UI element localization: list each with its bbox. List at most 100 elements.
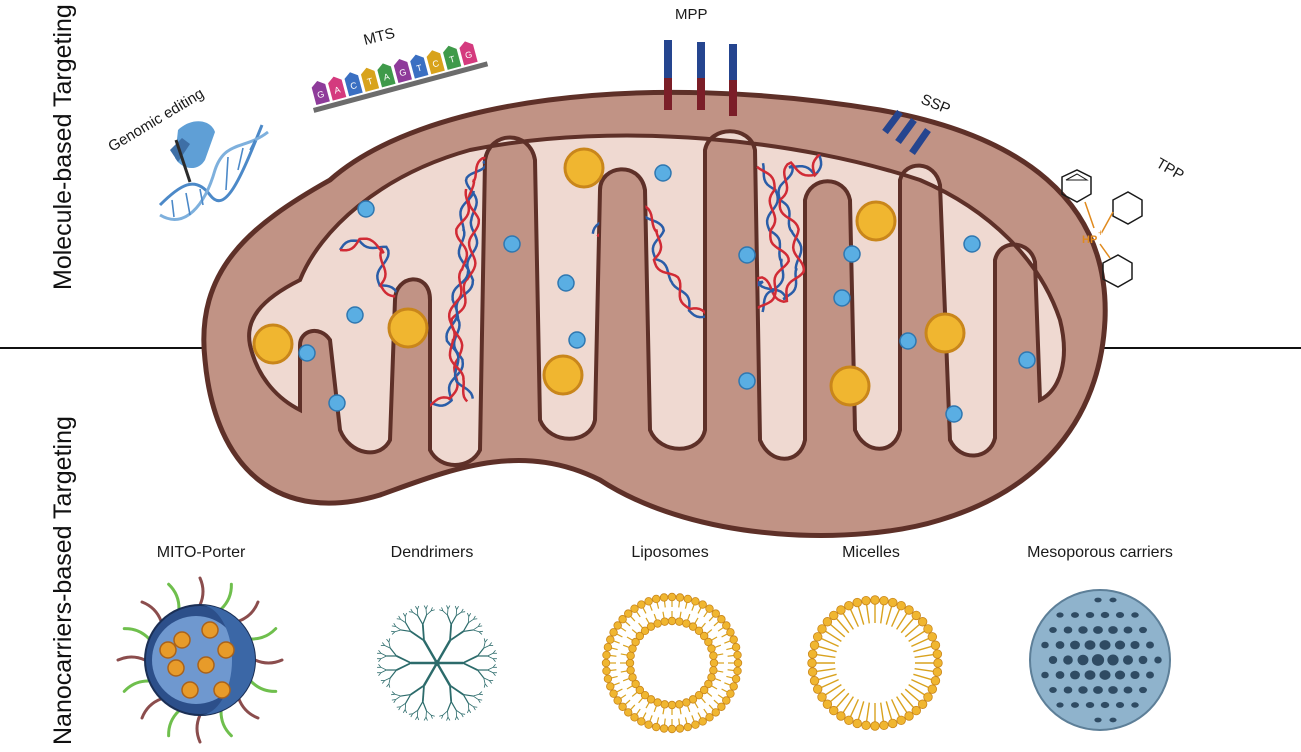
lipid-head	[731, 643, 741, 652]
porter-surface-ligand	[167, 709, 181, 738]
micelle-head	[904, 605, 914, 615]
dendrimer-branch	[468, 709, 472, 713]
dendrimer-branch	[388, 677, 391, 684]
matrix-granule	[829, 365, 871, 407]
dendrimer-branch	[492, 658, 496, 662]
dendrimer-branch	[398, 615, 401, 620]
dendrimer-branch	[400, 618, 406, 624]
tpp-label: TPP	[1153, 155, 1187, 184]
dendrimer-branch	[425, 605, 428, 610]
mpp-label: MPP	[675, 6, 708, 23]
mesopore	[1094, 717, 1102, 723]
dendrimer-branch	[394, 629, 401, 633]
lipid-head	[640, 690, 650, 700]
dendrimer-core	[434, 660, 440, 666]
micelle-head	[930, 676, 941, 686]
dendrimer-branch	[417, 701, 424, 711]
dendrimer-branch	[477, 647, 485, 657]
mesopore	[1146, 641, 1154, 649]
lipid-head	[691, 720, 700, 729]
porter-surface-ligand	[122, 679, 151, 693]
micelle-head	[812, 684, 823, 694]
liposome-particle	[601, 592, 743, 734]
mesopore	[1139, 686, 1147, 694]
dna-strand-red	[756, 165, 790, 310]
dendrimer-branch	[473, 615, 476, 620]
mesopore	[1055, 671, 1065, 679]
micelle-head	[870, 595, 880, 605]
dna-helix-icon	[158, 124, 269, 221]
dendrimer-branch	[380, 652, 387, 657]
lipid-head	[709, 658, 719, 668]
liposomes-label: Liposomes	[631, 544, 708, 561]
micelle-head	[888, 718, 898, 729]
dendrimer-branch	[468, 613, 472, 617]
dna-strand-red	[339, 156, 494, 410]
micelle-head	[822, 617, 833, 627]
dendrimer-branch	[378, 650, 382, 654]
matrix-granule	[252, 323, 294, 365]
dendrimers-label: Dendrimers	[391, 544, 474, 561]
lipid-head	[624, 708, 633, 717]
mesopore	[1114, 670, 1126, 680]
mesopore	[1109, 597, 1117, 603]
dendrimer-branch	[410, 630, 425, 642]
dendrimer-branch	[395, 695, 402, 700]
dendrimer-branch	[492, 650, 496, 654]
dendrimer-branch	[386, 638, 390, 643]
dendrimer-branch	[391, 691, 396, 695]
dendrimer-branch	[388, 642, 391, 649]
micelle-head	[861, 595, 871, 606]
mesopore	[1099, 640, 1111, 650]
mesopore	[1084, 670, 1096, 680]
lipid-head	[652, 722, 661, 732]
porter-surface-ligand	[219, 582, 233, 611]
dendrimer-branch	[402, 709, 406, 713]
dendrimer-branch	[384, 645, 391, 649]
dendrimer-branch	[468, 618, 474, 624]
micelle-head	[927, 632, 938, 642]
matrix-granule	[387, 307, 429, 349]
lipid-head	[699, 685, 709, 695]
matrix-ion	[557, 274, 575, 292]
micelle-head	[809, 640, 820, 650]
porter-cargo-bead	[167, 659, 185, 677]
lipid-head	[688, 622, 698, 631]
micelle-head	[917, 617, 928, 627]
dendrimer-branch	[439, 714, 444, 717]
dendrimer-particle	[377, 605, 497, 721]
matrix-granules	[252, 147, 966, 407]
mts-residue-letter: G	[398, 67, 407, 78]
dendrimer-branch	[472, 695, 479, 700]
micelle-head	[861, 720, 871, 731]
lipid-head	[602, 666, 611, 676]
mesopore	[1130, 670, 1140, 680]
lipid-head	[652, 594, 661, 604]
dendrimer-branch	[435, 639, 452, 664]
micelle-head	[933, 658, 943, 668]
micelle-head	[807, 667, 818, 677]
mesopore	[1146, 671, 1154, 679]
mts-label: MTS	[362, 25, 397, 49]
mts-residue-block	[443, 45, 462, 70]
dendrimer-branch	[439, 609, 444, 612]
dendrimer-branch	[388, 638, 391, 643]
dendrimer-branch	[463, 629, 474, 633]
dendrimer-branch	[449, 624, 453, 641]
lipid-head	[667, 616, 677, 626]
matrix-granule	[563, 147, 605, 189]
mpp-peptide-icon	[664, 40, 737, 116]
dendrimer-branch	[446, 614, 452, 625]
lipid-head	[667, 700, 677, 710]
dendrimer-branch	[477, 699, 481, 704]
porter-surface-ligand	[237, 697, 260, 720]
micelle-head	[852, 597, 862, 608]
lipid-head	[683, 722, 692, 732]
mts-residue-letter: C	[349, 80, 358, 91]
lipid-head	[660, 700, 669, 709]
dendrimer-branch	[381, 642, 386, 646]
mesopore	[1100, 701, 1110, 709]
dendrimer-branch	[478, 625, 483, 627]
dendrimer-branch	[450, 615, 457, 625]
lipid-head	[722, 621, 731, 630]
